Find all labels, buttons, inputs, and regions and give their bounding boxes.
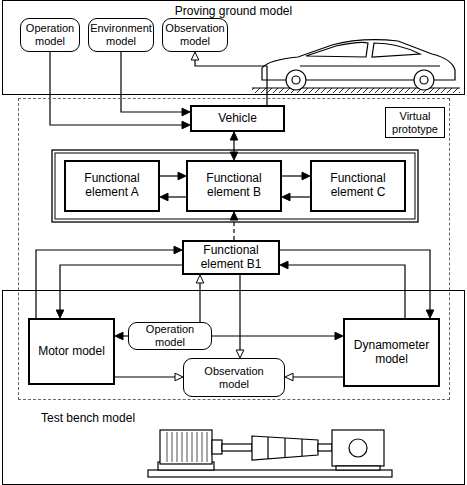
connector-line [36, 250, 176, 318]
box-label: Functional element C [316, 172, 400, 200]
arrowhead [230, 212, 238, 220]
connector [230, 132, 238, 160]
arrowhead [285, 373, 293, 381]
box-label: Operation model [133, 323, 207, 348]
connector [36, 246, 182, 318]
functional-element-box: Functional element B1 [182, 240, 280, 275]
model-box: Operation model [20, 18, 80, 52]
connector-line [212, 335, 337, 336]
functional-element-box: Functional element C [310, 160, 406, 212]
connector [160, 172, 186, 180]
element-container [52, 150, 418, 222]
connector-line [288, 196, 310, 197]
connector-line [115, 376, 177, 377]
connector-line [60, 265, 182, 312]
connector-line [282, 175, 304, 176]
model-box: Environment model [88, 18, 154, 52]
connector-line [199, 281, 200, 322]
connector [282, 172, 310, 180]
box-label: Observation model [165, 22, 224, 47]
arrowhead [230, 152, 238, 160]
connector [230, 212, 238, 240]
connector [280, 250, 434, 318]
arrowhead [174, 246, 182, 254]
vehicle-box: Vehicle [190, 105, 285, 132]
connector-line [233, 218, 234, 240]
band-title: Proving ground model [3, 4, 464, 18]
test-bench-band: Test bench model Motor model Operation mod… [2, 290, 465, 485]
box-label: Dynamometer model [349, 339, 434, 367]
arrowhead [191, 52, 199, 60]
box-label: Functional element B1 [188, 244, 274, 272]
arrowhead [236, 350, 244, 358]
arrowhead [182, 121, 190, 129]
band-title: Test bench model [41, 411, 135, 425]
test-bench-illustration [148, 430, 392, 477]
connector [121, 52, 190, 116]
functional-element-box: Functional element A [64, 160, 160, 212]
connector [56, 265, 182, 318]
arrowhead [196, 275, 204, 283]
motor-model-box: Motor model [28, 318, 115, 385]
connector-line [280, 250, 430, 312]
box-label: Environment model [90, 22, 152, 47]
connector-line [160, 175, 180, 176]
connector [115, 332, 128, 340]
connector-line [291, 376, 343, 377]
connector-line [166, 196, 186, 197]
arrowhead [282, 193, 290, 201]
box-label: Observation model [188, 365, 280, 390]
model-box: Observation model [162, 18, 228, 52]
connector [160, 193, 186, 201]
box-label: Vehicle [218, 112, 257, 126]
connector [282, 193, 310, 201]
arrowhead [160, 193, 168, 201]
arrowhead [182, 108, 190, 116]
dynamometer-model-box: Dynamometer model [343, 318, 440, 387]
box-label: Functional element A [70, 172, 154, 200]
region-label: Virtual prototype [385, 107, 445, 138]
proving-ground-band: Proving ground modelOperation model Envir… [2, 0, 465, 95]
model-box: Operation model [128, 322, 212, 350]
connector [196, 275, 204, 322]
connector [50, 52, 190, 129]
arrowhead [230, 132, 238, 140]
arrowhead [280, 261, 288, 269]
connector-line [121, 52, 184, 112]
connector [236, 275, 244, 358]
car-illustration [252, 40, 460, 93]
box-label: Functional element B [192, 172, 276, 200]
connector-line [286, 265, 405, 318]
connector [115, 373, 183, 381]
arrowhead [175, 373, 183, 381]
box-label: Motor model [38, 345, 105, 359]
model-box: Observation model [183, 358, 285, 397]
arrowhead [302, 172, 310, 180]
connector [212, 332, 343, 340]
arrowhead [56, 310, 64, 318]
functional-element-box: Functional element B [186, 160, 282, 212]
arrowhead [115, 332, 123, 340]
arrowhead [178, 172, 186, 180]
arrowhead [335, 332, 343, 340]
connector-line [50, 52, 184, 125]
connector-line [239, 275, 240, 352]
connector [285, 373, 343, 381]
box-label: Operation model [25, 22, 75, 47]
element-container-inner [55, 153, 415, 219]
arrowhead [426, 310, 434, 318]
